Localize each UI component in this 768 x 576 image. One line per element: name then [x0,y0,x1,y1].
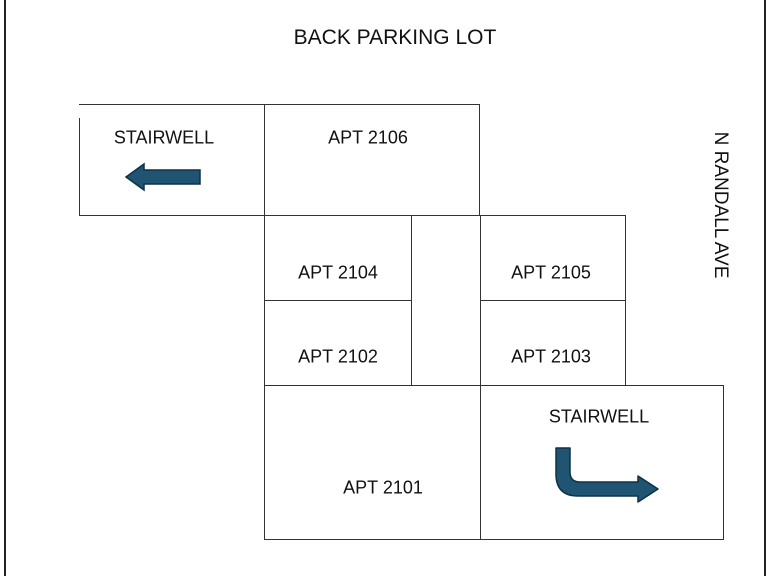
apt-2106-room [264,104,480,216]
apt-2101-label: APT 2101 [343,477,423,498]
stairwell-top-left-wall [79,118,80,216]
apt-2102-label: APT 2102 [298,346,378,367]
apt-2104-label: APT 2104 [298,262,378,283]
apt-2105-label: APT 2105 [511,262,591,283]
page-frame [4,0,766,576]
apt-2103-label: APT 2103 [511,346,591,367]
stairwell-top-label: STAIRWELL [113,127,215,148]
stairwell-bottom-room [480,385,724,540]
hallway [411,215,481,386]
stairwell-bottom-label: STAIRWELL [548,406,650,427]
stairwell-top-room [79,104,266,216]
apt-2105-room [480,215,626,301]
back-parking-lot-label: BACK PARKING LOT [293,26,497,49]
arrow-left-icon [124,162,201,192]
arrow-down-right-icon [555,447,659,503]
apt-2102-room [264,300,412,386]
apt-2101-room [264,385,481,540]
apt-2106-label: APT 2106 [328,127,408,148]
apt-2103-room [480,300,626,386]
street-label: N RANDALL AVE [710,131,731,279]
apt-2104-room [264,215,412,301]
